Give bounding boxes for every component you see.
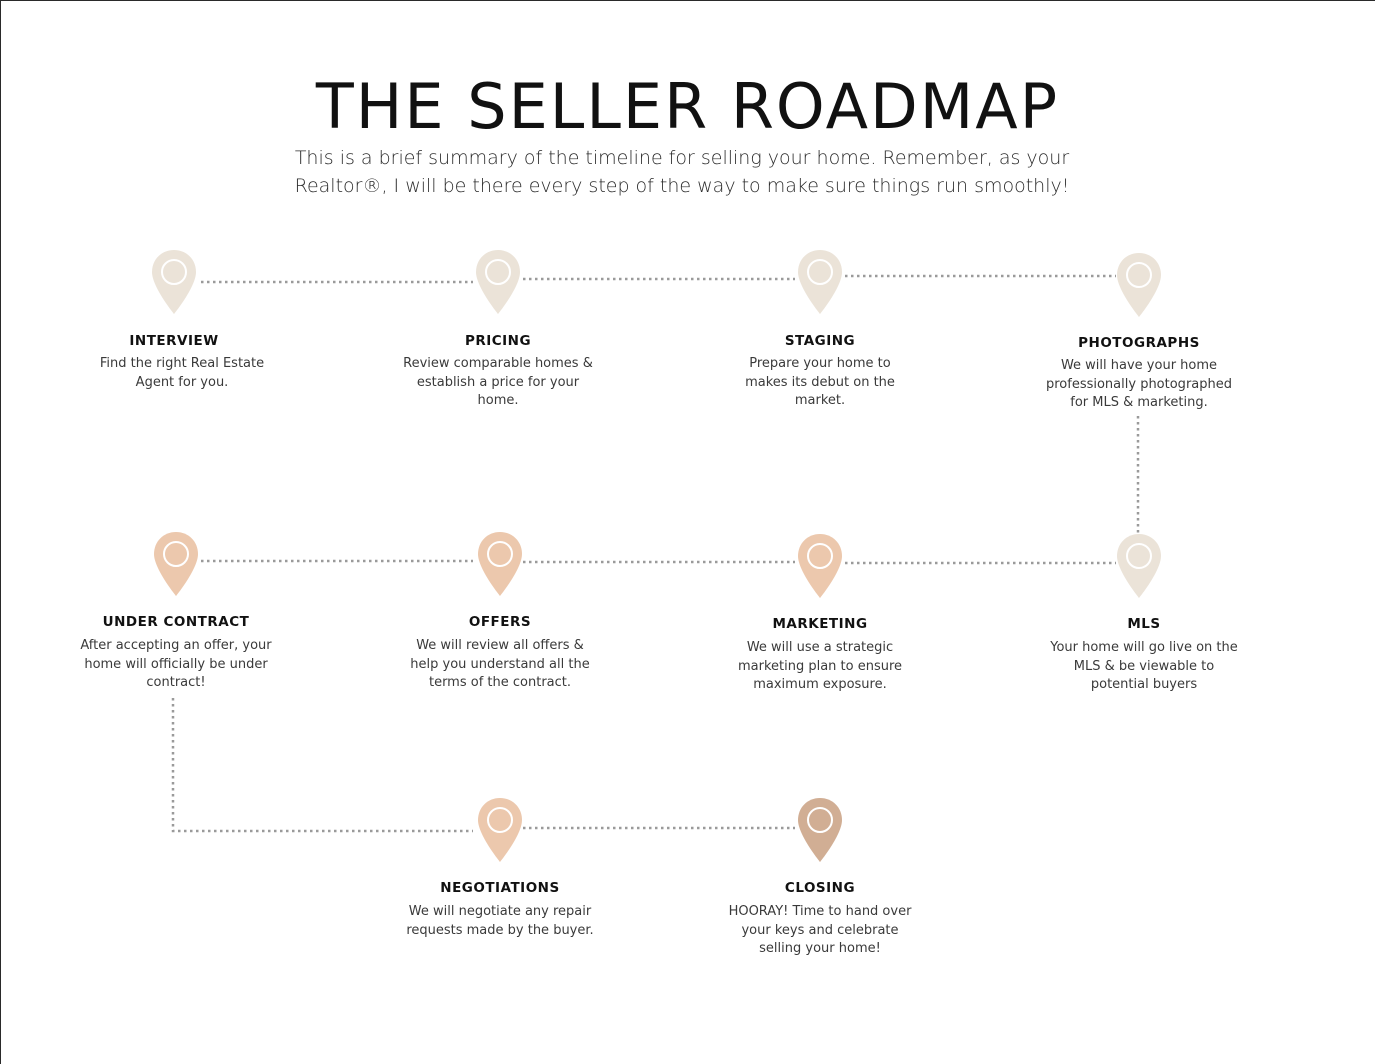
step-title: OFFERS bbox=[468, 614, 532, 630]
location-pin-icon bbox=[1117, 253, 1161, 317]
location-pin-icon bbox=[476, 250, 520, 314]
step-description: We will review all offers & help you und… bbox=[410, 638, 590, 690]
step-title: PRICING bbox=[464, 333, 532, 349]
location-pin-icon bbox=[154, 532, 198, 596]
page-subtitle: This is a brief summary of the timeline … bbox=[294, 147, 1070, 197]
step-title: PHOTOGRAPHS bbox=[1078, 335, 1200, 351]
step-title: STAGING bbox=[784, 333, 856, 349]
location-pin-icon bbox=[478, 798, 522, 862]
step-description: After accepting an offer, your home will… bbox=[80, 638, 272, 690]
location-pin-icon bbox=[798, 250, 842, 314]
step-title: NEGOTIATIONS bbox=[440, 880, 560, 896]
step-title: CLOSING bbox=[784, 880, 856, 896]
step-description: We will have your home professionally ph… bbox=[1045, 358, 1232, 410]
step-title: UNDER CONTRACT bbox=[102, 614, 250, 630]
connector-under-contract-negotiations bbox=[171, 698, 473, 833]
location-pin-icon bbox=[798, 534, 842, 598]
step-description: Prepare your home to makes its debut on … bbox=[745, 356, 895, 408]
step-title: MLS bbox=[1127, 616, 1161, 632]
step-description: Your home will go live on the MLS & be v… bbox=[1050, 640, 1238, 692]
step-description: We will use a strategic marketing plan t… bbox=[737, 640, 903, 692]
location-pin-icon bbox=[1117, 534, 1161, 598]
page-title: THE SELLER ROADMAP bbox=[315, 70, 1060, 143]
location-pin-icon bbox=[152, 250, 196, 314]
step-title: INTERVIEW bbox=[129, 333, 219, 349]
step-description: HOORAY! Time to hand over your keys and … bbox=[728, 904, 912, 956]
step-title: MARKETING bbox=[772, 616, 868, 632]
step-description: We will negotiate any repair requests ma… bbox=[406, 904, 594, 938]
location-pin-icon bbox=[798, 798, 842, 862]
step-description: Find the right Real Estate Agent for you… bbox=[99, 356, 265, 390]
location-pin-icon bbox=[478, 532, 522, 596]
step-description: Review comparable homes & establish a pr… bbox=[403, 356, 593, 408]
